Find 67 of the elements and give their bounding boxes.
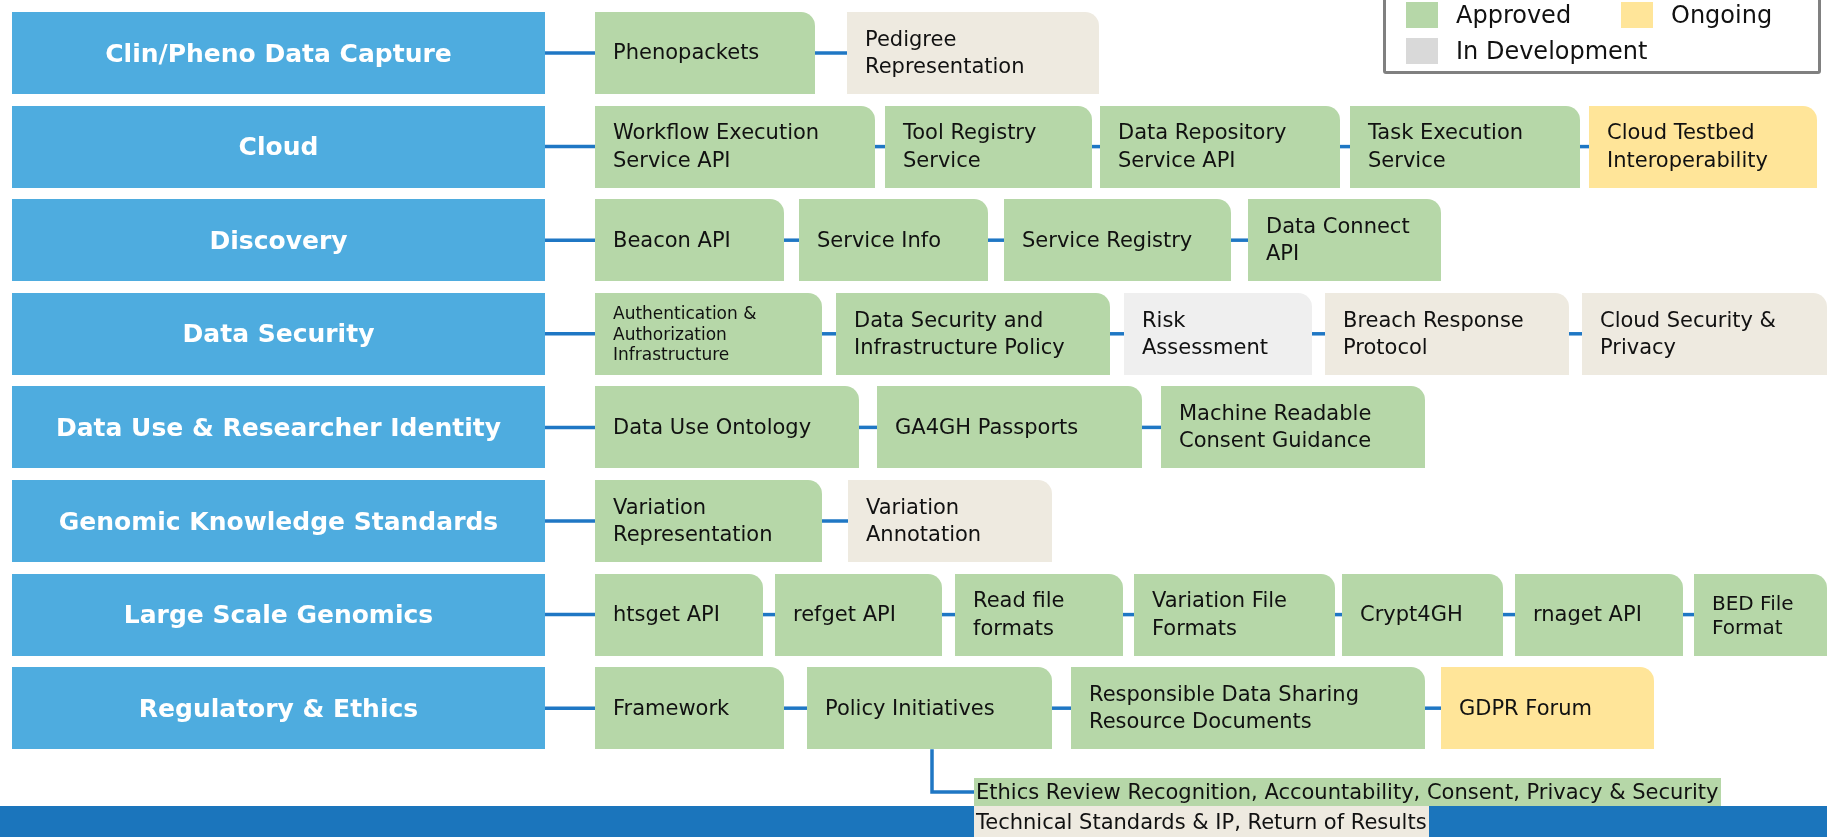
standard-box: Beacon API: [595, 199, 784, 282]
standard-box: htsget API: [595, 573, 763, 656]
category-banner: Data Security: [12, 292, 545, 375]
connector-line: [822, 332, 836, 336]
connector-line: [930, 749, 974, 794]
standard-box: Variation File Formats: [1134, 573, 1335, 656]
standard-box: Tool Registry Service: [885, 105, 1092, 188]
standard-box: Crypt4GH: [1342, 573, 1503, 656]
connector-line: [822, 519, 848, 523]
standard-box: refget API: [775, 573, 942, 656]
standard-box: Framework: [595, 667, 784, 750]
standard-box: Read file formats: [955, 573, 1123, 656]
standard-box: Variation Representation: [595, 480, 822, 562]
standard-box: Cloud Security & Privacy: [1582, 292, 1827, 375]
legend-label: In Development: [1456, 37, 1648, 65]
standard-box: rnaget API: [1515, 573, 1683, 656]
standard-box: Task Execution Service: [1350, 105, 1580, 188]
standard-box: Service Registry: [1004, 199, 1231, 282]
category-banner: Data Use & Researcher Identity: [12, 386, 545, 469]
connector-line: [988, 238, 1004, 242]
standard-box: BED File Format: [1694, 573, 1827, 656]
standard-box: Risk Assessment: [1124, 292, 1312, 375]
connector-line: [545, 519, 595, 523]
standard-box: GA4GH Passports: [877, 386, 1142, 469]
standard-box: Pedigree Representation: [847, 12, 1099, 94]
connector-line: [545, 51, 595, 55]
connector-line: [784, 238, 799, 242]
standard-box: Variation Annotation: [848, 480, 1052, 562]
standard-box: Data Use Ontology: [595, 386, 859, 469]
standard-box: Data Security and Infrastructure Policy: [836, 292, 1110, 375]
category-banner: Discovery: [12, 199, 545, 282]
standard-box: Machine Readable Consent Guidance: [1161, 386, 1425, 469]
standard-box: Workflow Execution Service API: [595, 105, 875, 188]
category-banner: Regulatory & Ethics: [12, 667, 545, 750]
standard-box: Service Info: [799, 199, 988, 282]
standard-box: Policy Initiatives: [807, 667, 1052, 750]
category-banner: Large Scale Genomics: [12, 573, 545, 656]
connector-line: [1312, 332, 1325, 336]
legend-label: Ongoing: [1671, 1, 1773, 29]
standard-box: GDPR Forum: [1441, 667, 1654, 750]
connector-line: [1569, 332, 1582, 336]
standard-box: Authentication & Authorization Infrastructure: [595, 292, 822, 375]
category-banner: Clin/Pheno Data Capture: [12, 12, 545, 94]
connector-line: [545, 238, 595, 242]
standard-box: Responsible Data Sharing Resource Documents: [1071, 667, 1425, 750]
connector-line: [545, 332, 595, 336]
standard-box: Data Repository Service API: [1100, 105, 1340, 188]
connector-line: [1231, 238, 1248, 242]
connector-line: [784, 706, 807, 710]
connector-line: [545, 612, 595, 617]
topic-highlight: Ethics Review Recognition, Accountability, Consent, Privacy & Security: [974, 778, 1721, 806]
connector-line: [545, 425, 595, 430]
connector-line: [545, 706, 595, 710]
connector-line: [1142, 425, 1161, 430]
category-banner: Cloud: [12, 105, 545, 188]
connector-line: [1425, 706, 1441, 710]
connector-line: [1052, 706, 1071, 710]
legend-label: Approved: [1456, 1, 1572, 29]
standard-box: Data Connect API: [1248, 199, 1441, 282]
connector-line: [545, 144, 595, 149]
connector-line: [815, 51, 847, 55]
standard-box: Breach Response Protocol: [1325, 292, 1569, 375]
category-banner: Genomic Knowledge Standards: [12, 480, 545, 562]
topic-highlight: Technical Standards & IP, Return of Results: [974, 806, 1429, 837]
connector-line: [1110, 332, 1124, 336]
standard-box: Cloud Testbed Interoperability: [1589, 105, 1817, 188]
standard-box: Phenopackets: [595, 12, 815, 94]
